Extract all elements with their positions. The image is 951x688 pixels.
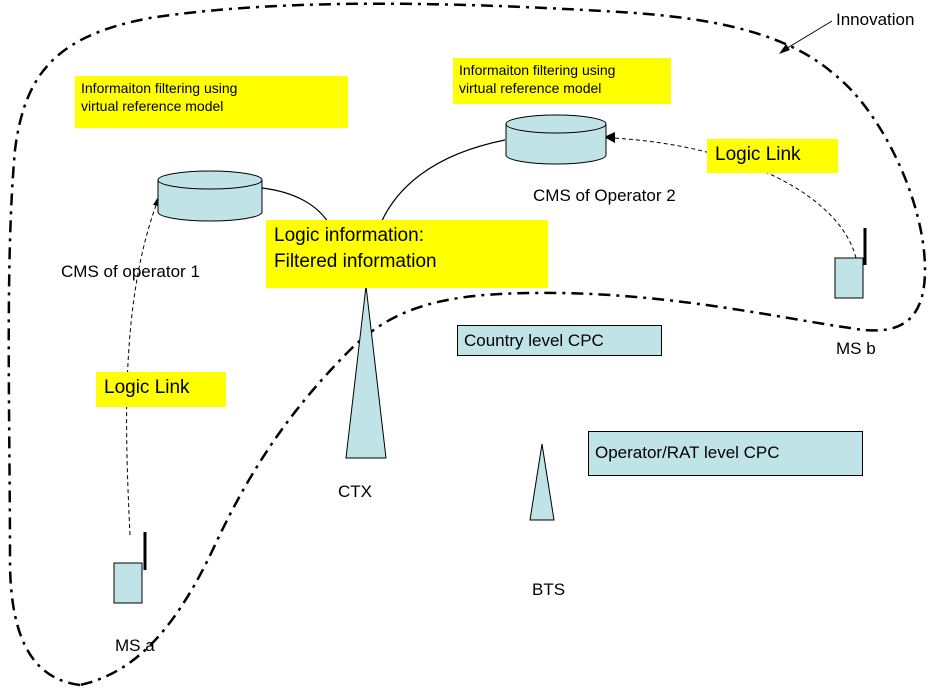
logic-link-ms-a-to-cms1: [126, 199, 159, 536]
innovation-pointer: [783, 20, 833, 51]
innovation-label: Innovation: [836, 10, 915, 29]
ctx-label: CTX: [338, 482, 372, 501]
filtering-note-op1-line2: virtual reference model: [81, 98, 224, 114]
ms-b-handset-icon: [834, 228, 867, 299]
logic-link-label-b: Logic Link: [707, 139, 838, 173]
bts-label: BTS: [532, 580, 566, 599]
cms-operator-2-icon: [505, 114, 607, 165]
country-level-cpc-box: Country level CPC: [457, 325, 662, 356]
operator-rat-level-cpc-box: Operator/RAT level CPC: [588, 431, 863, 476]
logic-link-b-arrowhead: [604, 132, 615, 143]
ctx-tower-icon: [345, 285, 387, 459]
bts-tower-icon: [529, 443, 555, 521]
cms-operator-1-icon: [157, 170, 263, 222]
logic-link-label-a: Logic Link: [96, 372, 226, 407]
logic-link-ms-b-to-cms2: [611, 137, 857, 259]
logic-information-note: Logic information: Filtered information: [266, 220, 548, 288]
ms-a-label: MS a: [115, 636, 155, 655]
link-cms2-ctx: [379, 139, 506, 226]
logic-information-line1: Logic information:: [274, 225, 424, 246]
filtering-note-operator-1: Informaiton filtering using virtual refe…: [75, 76, 348, 128]
cms-operator-1-label: CMS of operator 1: [61, 262, 200, 281]
ms-b-label: MS b: [836, 339, 876, 358]
filtering-note-operator-2: Informaiton filtering using virtual refe…: [453, 58, 671, 104]
ms-a-handset-icon: [113, 532, 147, 604]
filtering-note-op2-line1: Informaiton filtering using: [459, 62, 616, 78]
filtering-note-op2-line2: virtual reference model: [459, 80, 602, 96]
innovation-region-boundary: [7, 2, 927, 687]
logic-information-line2: Filtered information: [274, 251, 437, 272]
innovation-pointer-arrowhead: [779, 44, 790, 54]
filtering-note-op1-line1: Informaiton filtering using: [81, 80, 238, 96]
cms-operator-2-label: CMS of Operator 2: [533, 186, 676, 205]
link-cms1-ctx: [261, 187, 331, 226]
